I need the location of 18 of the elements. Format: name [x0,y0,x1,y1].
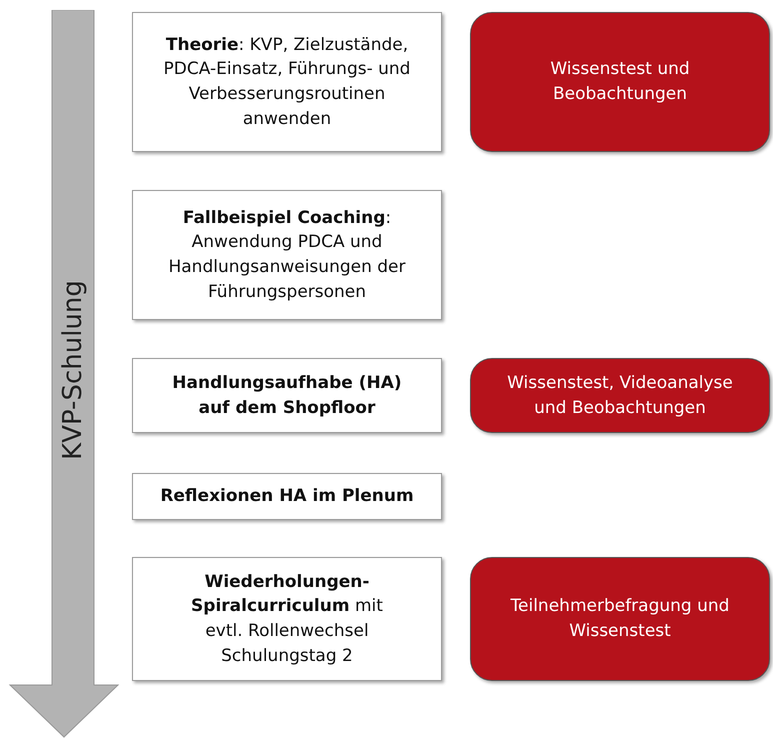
assessment-box [470,12,770,152]
arrow-label: KVP-Schulung [58,280,88,460]
timeline-arrow [8,10,120,738]
step-box [132,557,442,681]
step-text: Theorie: KVP, Zielzustände, PDCA-Einsatz, Führungs- und Verbesserungsroutinen anwenden [162,34,412,131]
step-text: Fallbeispiel Coaching: Anwendung PDCA und Handlungsanweisungen der Führungspersonen [167,206,407,304]
assessment-text: Wissenstest, Videoanalyse und Beobachtungen [506,372,734,420]
step-box [132,12,442,152]
step-text: Handlungsaufhabe (HA) auf dem Shopfloor [171,372,403,420]
assessment-box [470,557,770,681]
step-text: Reflexionen HA im Plenum [160,485,414,508]
assessment-text: Teilnehmerbefragung und Wissenstest [510,595,730,643]
step-text: Wiederholungen-Spiralcurriculum mit evtl. Rollenwechsel Schulungstag 2 [190,570,384,668]
assessment-text: Wissenstest und Beobachtungen [549,58,691,106]
assessment-box [470,358,770,433]
step-box [132,358,442,433]
step-box [132,190,442,320]
step-box [132,473,442,520]
